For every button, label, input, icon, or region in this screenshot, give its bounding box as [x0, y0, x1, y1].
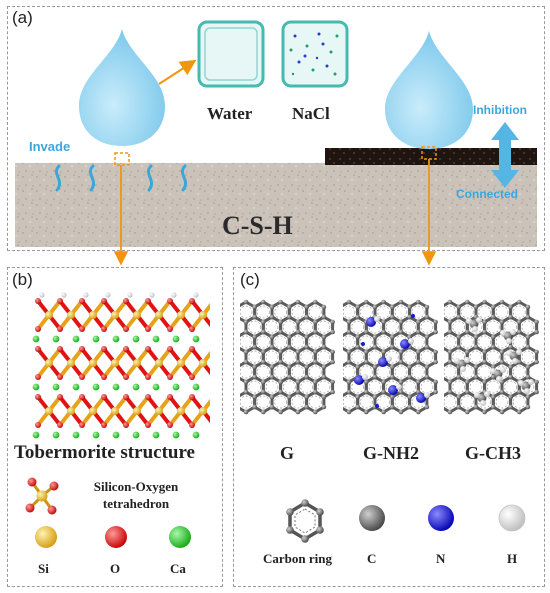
- panel-connectors: [113, 159, 437, 266]
- legend-carbon-ring-label: Carbon ring: [263, 551, 332, 566]
- panel-c-label: (c): [240, 270, 260, 289]
- atom-ca-label: Ca: [170, 561, 186, 576]
- right-droplet-shape: [385, 31, 473, 149]
- csh-substrate: [15, 163, 537, 247]
- legend-c-label: C: [367, 551, 377, 566]
- connected-label: Connected: [456, 187, 519, 201]
- graphene-coating: [325, 148, 537, 165]
- sheet-label-g: G: [279, 443, 294, 463]
- water-box: [197, 20, 265, 88]
- atom-si-icon: [35, 526, 57, 548]
- invade-label: Invade: [29, 139, 71, 154]
- tetrahedron-label: Silicon-Oxygen tetrahedron: [93, 479, 179, 511]
- panel-b-label: (b): [12, 270, 33, 289]
- sheet-label-g-ch3: G-CH3: [465, 443, 521, 463]
- panel-a: [7, 6, 545, 251]
- sheet-g: [240, 299, 335, 415]
- left-droplet-shape: [79, 29, 165, 146]
- atom-ca-icon: [169, 526, 191, 548]
- inhibition-double-arrow: [491, 122, 519, 188]
- nacl-label: NaCl: [292, 104, 330, 123]
- legend-h-label: H: [507, 551, 518, 566]
- panel-b: [7, 267, 223, 587]
- legend-n-label: N: [436, 551, 446, 566]
- sheet-g-nh2: [343, 299, 438, 415]
- atom-o-label: O: [110, 561, 121, 576]
- tobermorite-structure: [32, 292, 210, 439]
- droplet-to-box-arrow: [158, 59, 197, 85]
- inhibition-label: Inhibition: [473, 103, 527, 117]
- tetrahedron-icon: [25, 477, 59, 515]
- left-zoom-marker: [114, 152, 130, 166]
- atom-o-icon: [105, 526, 127, 548]
- atom-si-label: Si: [38, 561, 49, 576]
- atom-n-icon: [428, 505, 454, 531]
- panel-c: [233, 267, 545, 587]
- sheet-label-g-nh2: G-NH2: [363, 443, 419, 463]
- water-label: Water: [207, 104, 253, 123]
- sheet-g-ch3: [444, 299, 539, 415]
- atom-h-icon: [498, 504, 526, 532]
- invade-squiggles: [54, 164, 188, 192]
- panel-a-label: (a): [12, 8, 33, 27]
- panel-a-illustration: [15, 20, 537, 247]
- csh-label: C-S-H: [222, 211, 293, 240]
- nacl-box: [281, 20, 349, 88]
- tobermorite-title: Tobermorite structure: [14, 442, 195, 463]
- carbon-ring-icon: [286, 499, 324, 543]
- atom-c-icon: [359, 505, 385, 531]
